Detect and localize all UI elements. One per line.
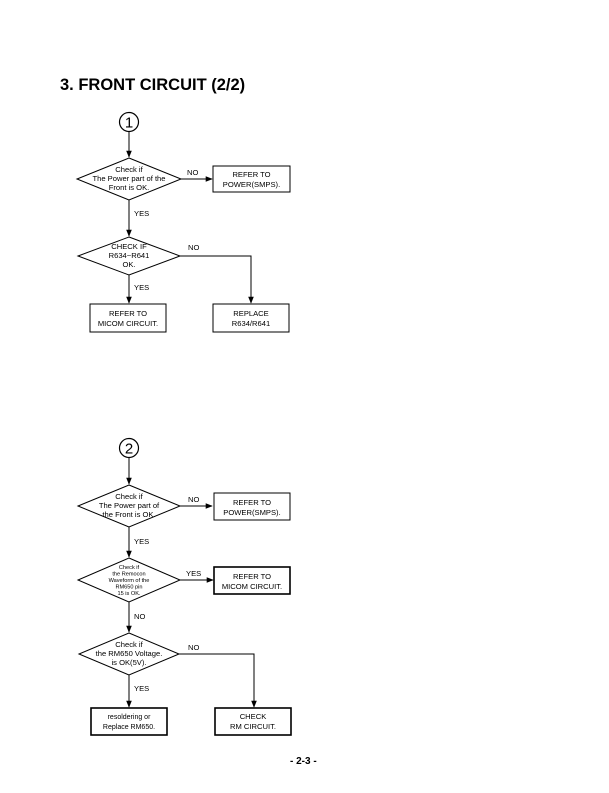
box-replace-line-2: R634/R641 [232, 319, 270, 328]
label-r634-yes: YES [134, 283, 149, 292]
decision-remocon-line-4: RM650 pin [115, 585, 142, 591]
label-r634-no: NO [188, 243, 199, 252]
connector-2-label: 2 [125, 441, 133, 458]
decision-remocon-check: Check if the Remocon Waveform of the RM6… [76, 557, 182, 603]
decision-r634-line-3: OK. [122, 260, 135, 269]
box-refer-power-2-line-2: POWER(SMPS). [223, 508, 280, 517]
box-refer-micom-2-line-2: MICOM CIRCUIT. [222, 582, 282, 591]
box-refer-power-2-line-1: REFER TO [233, 498, 271, 507]
decision-r634-line-2: R634~R641 [109, 251, 150, 260]
decision-power-2-line-1: Check if [115, 492, 143, 501]
label-power2-no: NO [188, 495, 199, 504]
decision-voltage-line-2: the RM650 Voltage. [96, 649, 163, 658]
box-refer-micom-1: REFER TO MICOM CIRCUIT. [89, 303, 167, 333]
box-resolder-line-2: Replace RM650. [103, 724, 155, 731]
box-refer-power-2: REFER TO POWER(SMPS). [213, 492, 291, 521]
box-refer-micom-2: REFER TO MICOM CIRCUIT. [213, 566, 291, 595]
label-power1-yes: YES [134, 209, 149, 218]
box-resolder-line-1: resoldering or [108, 714, 151, 721]
box-replace-line-1: REPLACE [233, 309, 268, 318]
decision-power-check-1: Check if The Power part of the Front is … [75, 157, 183, 201]
decision-r634-line-1: CHECK IF [111, 242, 147, 251]
box-check-rm-circuit: CHECK RM CIRCUIT. [214, 707, 292, 736]
decision-remocon-line-1: Check if [119, 565, 140, 571]
decision-voltage-check: Check if the RM650 Voltage. is OK(5V). [77, 632, 181, 676]
label-voltage-yes: YES [134, 684, 149, 693]
box-replace-r634: REPLACE R634/R641 [212, 303, 290, 333]
decision-power-1-line-3: Front is OK. [109, 183, 150, 192]
box-refer-power-1: REFER TO POWER(SMPS). [212, 165, 291, 193]
decision-power-2-line-3: the Front is OK. [102, 510, 155, 519]
box-rm-line-1: CHECK [240, 712, 267, 721]
box-refer-power-1-line-2: POWER(SMPS). [223, 180, 280, 189]
decision-power-2-line-2: The Power part of [99, 501, 160, 510]
label-voltage-no: NO [188, 643, 199, 652]
label-power2-yes: YES [134, 537, 149, 546]
box-refer-micom-2-line-1: REFER TO [233, 572, 271, 581]
connector-1-label: 1 [125, 115, 133, 132]
flowchart-1: 1 Check if The Power part of the Front i… [75, 111, 291, 333]
box-rm-line-2: RM CIRCUIT. [230, 722, 276, 731]
connector-2: 2 [118, 437, 140, 459]
decision-voltage-line-3: is OK(5V). [111, 658, 146, 667]
label-power1-no: NO [187, 168, 198, 177]
label-remocon-yes: YES [186, 569, 201, 578]
flowchart-2: 2 Check if The Power part of the Front i… [76, 437, 292, 736]
decision-voltage-line-1: Check if [115, 640, 143, 649]
box-resolder: resoldering or Replace RM650. [90, 707, 168, 736]
label-remocon-no: NO [134, 612, 145, 621]
page-title: 3. FRONT CIRCUIT (2/2) [60, 76, 246, 94]
page-number: - 2-3 - [290, 756, 317, 767]
arrow-voltage-no [179, 653, 257, 708]
decision-remocon-line-3: Waveform of the [109, 578, 150, 584]
box-refer-power-1-line-1: REFER TO [232, 170, 270, 179]
decision-power-check-2: Check if The Power part of the Front is … [76, 484, 182, 528]
decision-remocon-line-2: the Remocon [112, 572, 145, 578]
decision-power-1-line-1: Check if [115, 165, 143, 174]
box-refer-micom-1-line-2: MICOM CIRCUIT. [98, 319, 158, 328]
decision-power-1-line-2: The Power part of the [92, 174, 165, 183]
box-refer-micom-1-line-1: REFER TO [109, 309, 147, 318]
arrow-r634-no [180, 255, 254, 304]
connector-1: 1 [118, 111, 140, 133]
decision-r634-check: CHECK IF R634~R641 OK. [76, 236, 182, 276]
decision-remocon-line-5: 15 is OK. [117, 591, 140, 597]
